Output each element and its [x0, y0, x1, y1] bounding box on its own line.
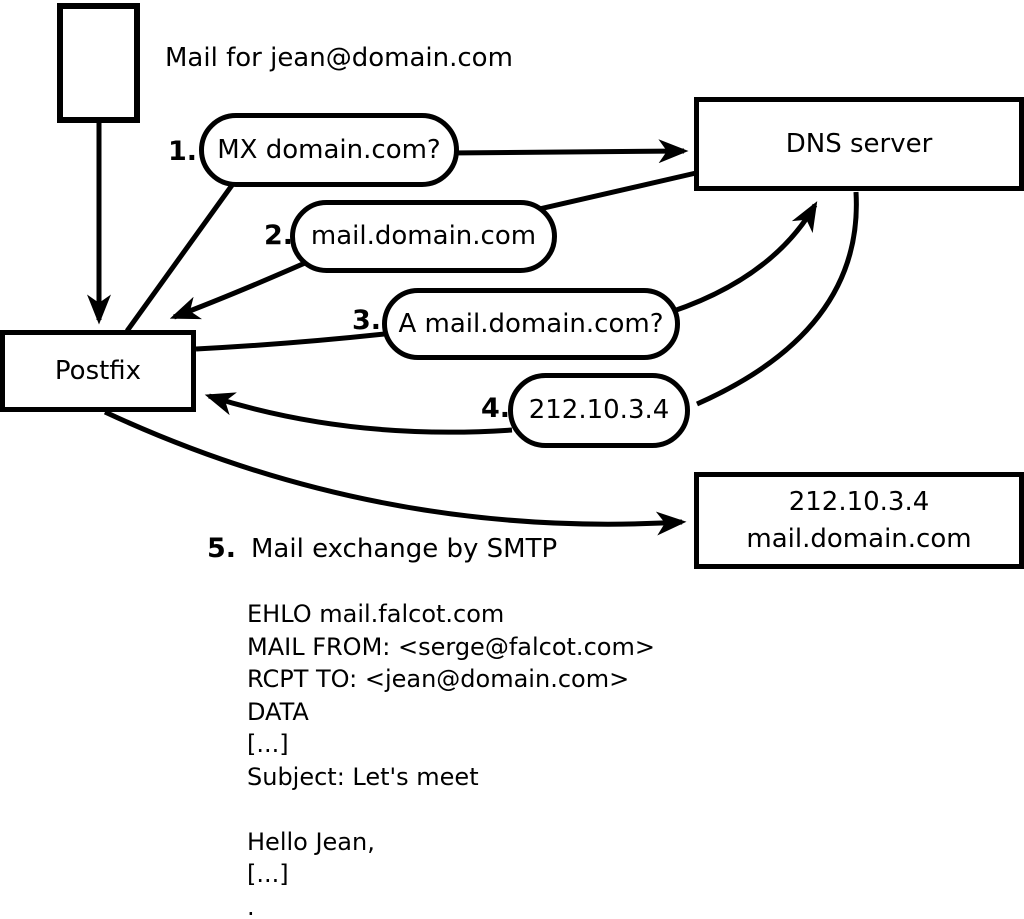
pill-mx-answer: mail.domain.com [290, 200, 557, 273]
smtp-line: MAIL FROM: <serge@falcot.com> [247, 632, 655, 661]
pill-mx-answer-label: mail.domain.com [310, 221, 537, 252]
arrow-postfix-to-mx-query [124, 161, 251, 333]
incoming-mail-box [57, 3, 140, 123]
arrow-a-answer-to-postfix [204, 392, 513, 435]
pill-a-query: A mail.domain.com? [382, 288, 680, 360]
smtp-line: DATA [247, 697, 309, 726]
step-number-2: 2. [264, 220, 294, 251]
pill-a-query-label: A mail.domain.com? [398, 308, 664, 339]
smtp-line: RCPT TO: <jean@domain.com> [247, 665, 630, 693]
pill-a-answer: 212.10.3.4 [508, 373, 690, 448]
postfix-box: Postfix [0, 330, 196, 412]
step-number-4: 4. [481, 393, 511, 424]
dns-server-box: DNS server [694, 97, 1024, 191]
smtp-line: [...] [247, 730, 289, 758]
smtp-line: Subject: Let's meet [247, 762, 479, 791]
mail-server-ip: 212.10.3.4 [788, 487, 930, 517]
diagram-title: Mail for jean@domain.com [165, 43, 513, 73]
arrow-a-query-to-dns [654, 201, 818, 320]
step-number-1: 1. [168, 136, 198, 167]
arrow-postfix-to-mailserver-smtp [103, 409, 687, 536]
pill-mx-query: MX domain.com? [199, 113, 459, 187]
postfix-label: Postfix [54, 355, 142, 386]
smtp-line: [...] [247, 860, 289, 888]
dns-server-label: DNS server [785, 128, 933, 159]
smtp-session-text: EHLO mail.falcot.com MAIL FROM: <serge@f… [247, 598, 655, 919]
smtp-line: EHLO mail.falcot.com [247, 600, 505, 628]
arrow-mx-query-to-dns [447, 139, 689, 164]
mail-server-hostname: mail.domain.com [746, 523, 972, 554]
smtp-line-blank [247, 793, 655, 826]
step-number-3: 3. [352, 305, 382, 336]
mail-server-box: 212.10.3.4 mail.domain.com [694, 472, 1024, 569]
smtp-line: Hello Jean, [247, 827, 375, 856]
pill-a-answer-label: 212.10.3.4 [528, 395, 670, 426]
smtp-exchange-caption: Mail exchange by SMTP [251, 534, 558, 564]
arrow-dns-to-a-answer [695, 191, 859, 407]
pill-mx-query-label: MX domain.com? [217, 134, 441, 165]
smtp-line-end-dot: . [247, 892, 255, 919]
step-number-5: 5. [207, 533, 237, 564]
